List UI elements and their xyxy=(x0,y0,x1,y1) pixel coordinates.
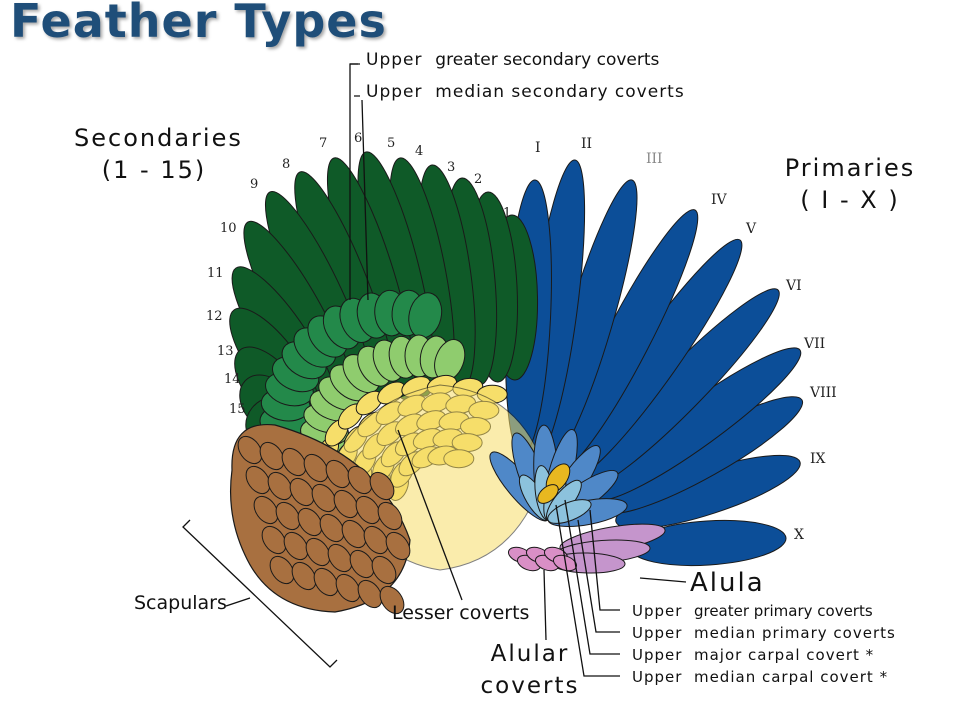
scapular-feather xyxy=(357,579,383,609)
primaries-label: Primaries ( I - X ) xyxy=(784,154,916,214)
scapular-feather xyxy=(291,561,317,591)
leader-line-median-carpal xyxy=(555,504,620,677)
secondary-number: 13 xyxy=(217,344,234,359)
secondary-number: 1 xyxy=(503,206,512,221)
primary-numeral: VI xyxy=(786,278,802,294)
secondary-number: 14 xyxy=(224,372,241,387)
scapular-feather xyxy=(275,501,301,531)
scapular-feather xyxy=(377,501,403,531)
secondaries-label: Secondaries (1 - 15) xyxy=(74,124,243,184)
scapular-feather xyxy=(259,441,285,471)
scapular-feather xyxy=(319,513,345,543)
scapular-feather xyxy=(269,555,295,585)
scapular-feather xyxy=(297,507,323,537)
scapular-feather xyxy=(325,459,351,489)
callout-upper-greater-primary-coverts: Upper greater primary coverts xyxy=(632,602,873,620)
secondary-number: 5 xyxy=(387,136,396,151)
secondary-number: 6 xyxy=(354,131,363,146)
scapular-feather xyxy=(369,471,395,501)
callout-upper-median-primary-coverts: Upper median primary coverts xyxy=(632,624,896,642)
scapulars-bracket xyxy=(182,519,338,668)
scapular-feather xyxy=(311,483,337,513)
secondary-number: 3 xyxy=(447,160,456,175)
scapulars-label: Scapulars xyxy=(134,592,227,614)
scapular-feather xyxy=(333,489,359,519)
scapular-feather xyxy=(349,549,375,579)
secondary-number: 7 xyxy=(319,136,328,151)
scapular-feather xyxy=(327,543,353,573)
secondary-number: 9 xyxy=(250,177,259,192)
secondary-number: 4 xyxy=(415,144,424,159)
scapular-feather xyxy=(313,567,339,597)
page-title: Feather Types xyxy=(10,0,387,48)
lesser-coverts-label: Lesser coverts xyxy=(392,602,530,624)
alular-coverts-label: Alular coverts xyxy=(480,641,580,699)
scapular-feather xyxy=(289,477,315,507)
scapular-feather xyxy=(305,537,331,567)
callout-upper-major-carpal-covert: Upper major carpal covert * xyxy=(632,646,875,664)
scapular-feather xyxy=(385,531,411,561)
leader-line-lesser-coverts xyxy=(397,429,463,601)
leader-line-median-primary xyxy=(577,519,620,633)
scapular-feather xyxy=(335,573,361,603)
leader-line-greater-primary xyxy=(589,509,620,611)
alula-label: Alula xyxy=(690,568,765,598)
leader-line-major-carpal xyxy=(564,499,620,655)
callout-upper-median-carpal-covert: Upper median carpal covert * xyxy=(632,668,889,686)
secondary-number: 10 xyxy=(220,221,237,236)
primary-numeral: VII xyxy=(804,336,826,352)
secondary-number: 8 xyxy=(282,157,291,172)
scapular-feather xyxy=(261,525,287,555)
leader-line-alular-coverts xyxy=(543,569,547,641)
primary-numeral: II xyxy=(581,136,593,152)
secondary-number: 2 xyxy=(474,172,483,187)
primary-numeral: IX xyxy=(810,451,826,467)
secondary-number: 12 xyxy=(206,309,223,324)
primary-numeral: IV xyxy=(711,192,727,208)
primary-numeral: X xyxy=(794,527,804,543)
leader-line-median-secondary xyxy=(354,95,369,301)
scapular-feather xyxy=(303,453,329,483)
scapular-feather xyxy=(371,555,397,585)
primary-numeral: V xyxy=(746,221,757,237)
callout-upper-median-secondary-coverts: Upper median secondary coverts xyxy=(366,82,685,102)
scapular-feather xyxy=(281,447,307,477)
scapular-feather xyxy=(245,465,271,495)
scapular-feather xyxy=(341,519,367,549)
callout-upper-greater-secondary-coverts: Upper greater secondary coverts xyxy=(366,50,660,70)
scapular-feather xyxy=(355,495,381,525)
primary-numeral: III xyxy=(646,151,663,167)
scapular-feather xyxy=(347,465,373,495)
scapular-feather xyxy=(363,525,389,555)
scapular-feather xyxy=(253,495,279,525)
scapular-feather xyxy=(237,435,263,465)
scapular-feather xyxy=(283,531,309,561)
leader-line-alula xyxy=(639,577,687,583)
primary-numeral: VIII xyxy=(810,385,837,401)
secondary-number: 11 xyxy=(207,266,224,281)
median-carpal-covert xyxy=(537,484,559,504)
leader-line-scapulars xyxy=(225,597,251,607)
scapular-feather xyxy=(379,585,405,615)
primary-numeral: I xyxy=(535,140,541,156)
secondary-number: 15 xyxy=(229,402,246,417)
scapular-feather xyxy=(267,471,293,501)
